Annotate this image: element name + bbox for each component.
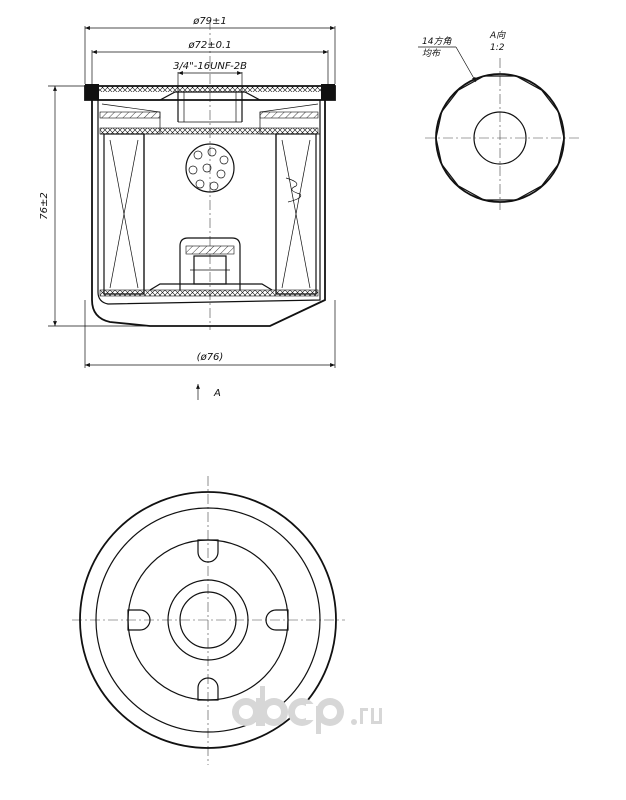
perforation-holes (188, 147, 229, 191)
dimension-outer-dia: ø79±1 (84, 16, 336, 84)
drain-slots (127, 539, 289, 701)
view-a-title: A向 (489, 30, 506, 41)
height-label: 76±2 (39, 192, 50, 219)
view-a-note-line2: 均布 (422, 48, 442, 59)
section-view (84, 20, 336, 330)
dimension-base-dia: (ø76) (84, 300, 336, 368)
dimension-thread: 3/4"-16UNF-2B (173, 61, 247, 92)
thread-label: 3/4"-16UNF-2B (173, 61, 247, 72)
view-a: A向 1:2 14方角 均布 (418, 30, 580, 210)
watermark-logo (232, 686, 382, 734)
view-a-scale: 1:2 (490, 43, 505, 53)
inner-dia-label: ø72±0.1 (187, 40, 231, 51)
outer-dia-label: ø79±1 (192, 16, 227, 27)
view-a-note-line1: 14方角 (422, 36, 452, 47)
bottom-view (72, 476, 345, 765)
view-direction-arrow: A (196, 384, 221, 400)
dimension-height: 76±2 (39, 85, 150, 327)
view-arrow-label: A (213, 388, 221, 399)
dimension-inner-dia: ø72±0.1 (91, 40, 329, 86)
base-dia-label: (ø76) (197, 352, 224, 363)
